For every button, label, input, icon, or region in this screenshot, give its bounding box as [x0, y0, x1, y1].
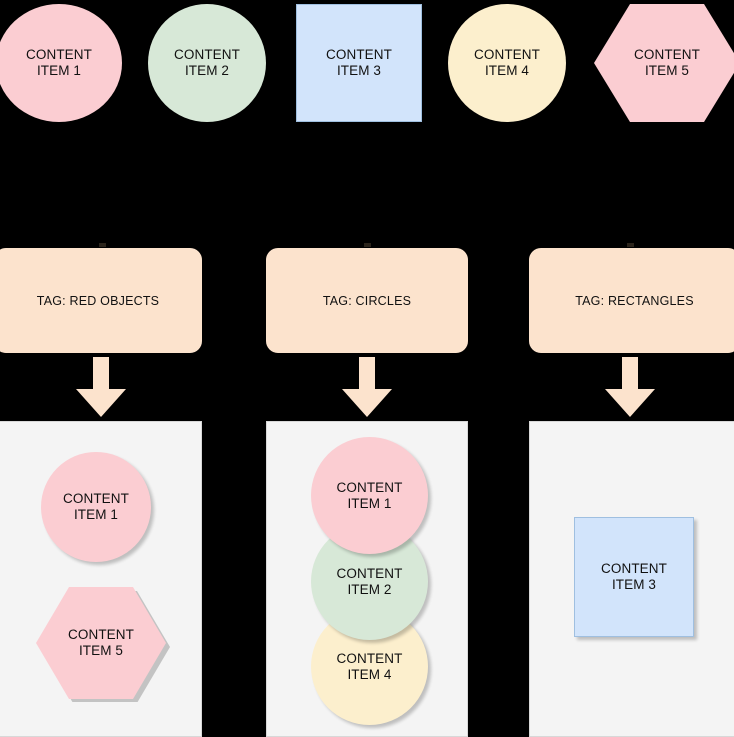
hexagon-shape-icon	[36, 587, 170, 702]
group-panel-rectangles[interactable]: CONTENT ITEM 3	[529, 421, 734, 737]
source-item-3-rectangle[interactable]: CONTENT ITEM 3	[296, 4, 422, 122]
group-panel-red-objects[interactable]: CONTENT ITEM 1 CONTENT ITEM 5	[0, 421, 202, 737]
tag-connector-stub-1	[99, 243, 106, 247]
source-item-2-label: CONTENT ITEM 2	[174, 47, 240, 78]
tag-connector-stub-2	[364, 243, 371, 247]
hexagon-shape-icon	[594, 4, 734, 122]
group2-member-item-1-label: CONTENT ITEM 1	[336, 479, 403, 511]
arrow-down-red-objects	[76, 357, 126, 417]
tag-box-rectangles[interactable]: TAG: RECTANGLES	[529, 248, 734, 353]
group2-member-item-1[interactable]: CONTENT ITEM 1	[311, 437, 428, 554]
tag-box-red-objects[interactable]: TAG: RED OBJECTS	[0, 248, 202, 353]
tag-box-red-objects-label: TAG: RED OBJECTS	[36, 293, 160, 308]
tag-connector-stub-3	[627, 243, 634, 247]
arrow-down-icon	[605, 357, 655, 417]
arrow-down-circles	[342, 357, 392, 417]
group2-member-item-4-label: CONTENT ITEM 4	[336, 650, 403, 682]
group1-member-item-1[interactable]: CONTENT ITEM 1	[41, 452, 151, 562]
arrow-down-rectangles	[605, 357, 655, 417]
tag-box-circles[interactable]: TAG: CIRCLES	[266, 248, 468, 353]
group1-member-item-1-label: CONTENT ITEM 1	[63, 491, 129, 522]
source-item-2-circle[interactable]: CONTENT ITEM 2	[148, 4, 266, 122]
group2-member-item-2-label: CONTENT ITEM 2	[336, 565, 403, 597]
source-item-4-circle[interactable]: CONTENT ITEM 4	[448, 4, 566, 122]
tag-box-rectangles-label: TAG: RECTANGLES	[575, 293, 694, 308]
source-item-4-label: CONTENT ITEM 4	[474, 47, 540, 78]
arrow-down-icon	[342, 357, 392, 417]
group1-member-item-5[interactable]: CONTENT ITEM 5	[36, 584, 170, 702]
source-item-5-hexagon[interactable]: CONTENT ITEM 5	[594, 4, 734, 122]
group-panel-circles[interactable]: CONTENT ITEM 1 CONTENT ITEM 2 CONTENT IT…	[266, 421, 468, 737]
source-item-3-label: CONTENT ITEM 3	[326, 47, 392, 78]
source-item-1-circle[interactable]: CONTENT ITEM 1	[0, 4, 122, 122]
source-item-1-label: CONTENT ITEM 1	[26, 47, 92, 78]
tag-box-circles-label: TAG: CIRCLES	[322, 293, 412, 308]
arrow-down-icon	[76, 357, 126, 417]
group3-member-item-3[interactable]: CONTENT ITEM 3	[574, 517, 694, 637]
group3-member-item-3-label: CONTENT ITEM 3	[601, 561, 667, 592]
